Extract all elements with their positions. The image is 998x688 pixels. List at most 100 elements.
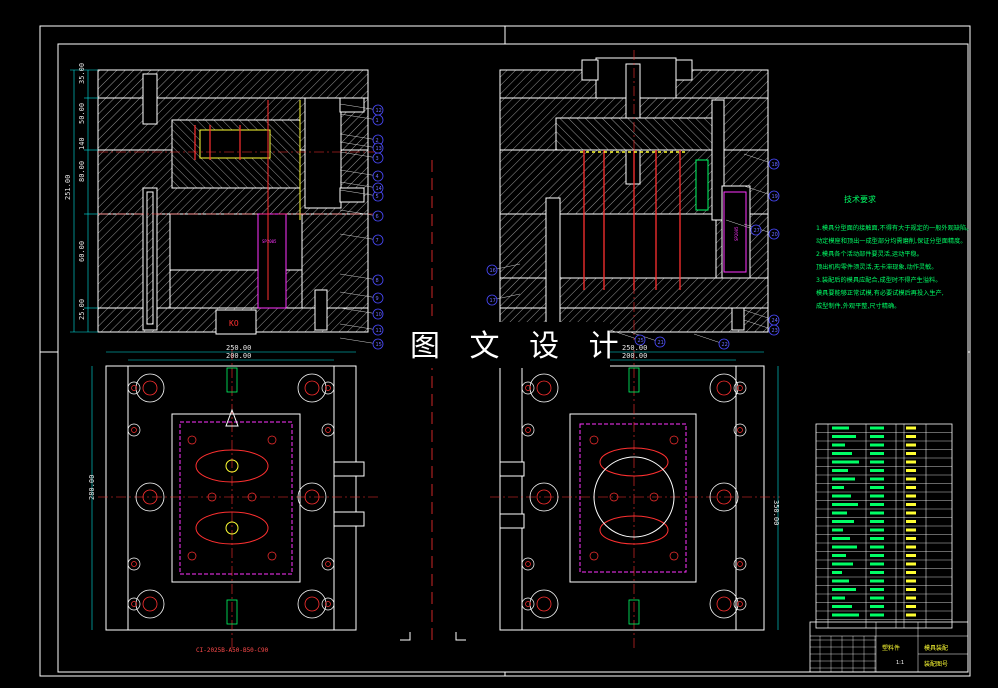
screw-core [737, 561, 743, 567]
callout-leader [339, 307, 379, 315]
guide-pin [304, 489, 320, 505]
parts-row-material [870, 426, 884, 430]
parts-row-text [832, 588, 856, 591]
parts-row-material [870, 605, 884, 608]
technical-notes: 技术要求 1.模具分型面的接触面,不得有大于规定的一般外观缺陷。 动定模座和顶出… [816, 194, 972, 310]
parts-row-text [832, 605, 852, 608]
parts-row-qty [906, 486, 916, 489]
return-pin [628, 367, 640, 393]
guide-pin [536, 380, 552, 396]
callout-leader [339, 113, 379, 121]
callout-bubble [372, 142, 384, 154]
title-block: 塑料件 模具装配 装配图号 1:1 [809, 621, 969, 673]
dim-top-outer-right: 250.00 [622, 344, 647, 352]
callout-number: 3 [376, 156, 379, 162]
parts-row-qty [906, 477, 916, 481]
ejector-pin [589, 551, 599, 561]
callout-leader [339, 151, 379, 159]
ejector-pin [187, 435, 197, 445]
guide-bushing-hole [297, 589, 327, 619]
callout-number: 1 [376, 118, 379, 124]
slot-label: SP2005 [262, 239, 277, 244]
callout-number: 4 [376, 174, 379, 180]
ejector-pin [649, 492, 659, 502]
parts-row-qty [906, 460, 916, 464]
callout-leader [339, 103, 379, 111]
parts-row-text [832, 511, 847, 515]
parts-row-qty [906, 435, 916, 438]
screw-core [325, 427, 331, 433]
guide-pin [716, 596, 732, 612]
screw-core [737, 427, 743, 433]
callout-number: 6 [376, 214, 379, 220]
guide-bushing-hole [709, 373, 739, 403]
parts-row-material [870, 435, 884, 438]
callout-number: 8 [376, 278, 379, 284]
parts-row-text [832, 554, 846, 557]
dim-vertical-label: 60.00 [78, 241, 86, 262]
callout-bubble [372, 182, 384, 194]
parts-row-text [832, 443, 845, 447]
callout-leader [339, 189, 379, 197]
callout-number: 11 [376, 328, 382, 334]
callout-bubble [654, 336, 666, 348]
return-pin [226, 599, 238, 625]
callout-bubble [372, 324, 384, 336]
callout-number: 25 [638, 338, 644, 344]
guide-pin [304, 380, 320, 396]
dim-right-height: 350.00 [772, 500, 780, 525]
parts-row-material [870, 571, 884, 574]
callout-leader [339, 169, 379, 177]
screw-hole [127, 597, 141, 611]
notes-line: 模具要能够正常试模,有必要试模后再投入生产, [816, 289, 944, 297]
callout-bubble [372, 234, 384, 246]
parts-row-qty [906, 520, 916, 523]
guide-bushing-hole [529, 373, 559, 403]
parts-list [815, 423, 953, 629]
drawing-frame [39, 25, 971, 677]
screw-hole [733, 557, 747, 571]
screw-hole [321, 557, 335, 571]
guide-pin [716, 489, 732, 505]
callout-bubble [372, 210, 384, 222]
parts-row-material [870, 494, 884, 498]
screw-core [737, 601, 743, 607]
parts-row-qty [906, 426, 916, 430]
ejector-pin [267, 551, 277, 561]
callout-bubble [372, 170, 384, 182]
tb-sub: 装配图号 [924, 660, 948, 668]
dim-vertical-label: 25.00 [78, 299, 86, 320]
callout-bubble [768, 190, 780, 202]
parts-row-material [870, 613, 884, 617]
parts-row-qty [906, 588, 916, 591]
screw-hole [521, 381, 535, 395]
ejector-pin [609, 492, 619, 502]
parts-row-material [870, 545, 884, 549]
parts-row-material [870, 520, 884, 523]
callout-leader [339, 233, 379, 241]
parts-row-material [870, 554, 884, 557]
parts-row-material [870, 486, 884, 489]
callout-number: 23 [772, 328, 778, 334]
top-right-section-view: SP2005 [499, 50, 769, 340]
screw-hole [733, 423, 747, 437]
guide-pin [536, 596, 552, 612]
screw-hole [127, 557, 141, 571]
parts-row-text [832, 545, 857, 549]
screw-hole [521, 423, 535, 437]
callout-number: 12 [376, 108, 382, 114]
parts-row-qty [906, 511, 916, 515]
parts-row-qty [906, 494, 916, 498]
parts-row-text [832, 562, 853, 566]
callout-number: 14 [376, 186, 382, 192]
notes-title: 技术要求 [844, 194, 876, 204]
callout-number: 2 [376, 138, 379, 144]
return-pin [628, 599, 640, 625]
screw-hole [733, 381, 747, 395]
callout-bubble [768, 228, 780, 240]
callout-leader [339, 337, 379, 345]
screw-core [325, 561, 331, 567]
screw-hole [321, 381, 335, 395]
parts-row-qty [906, 545, 916, 549]
